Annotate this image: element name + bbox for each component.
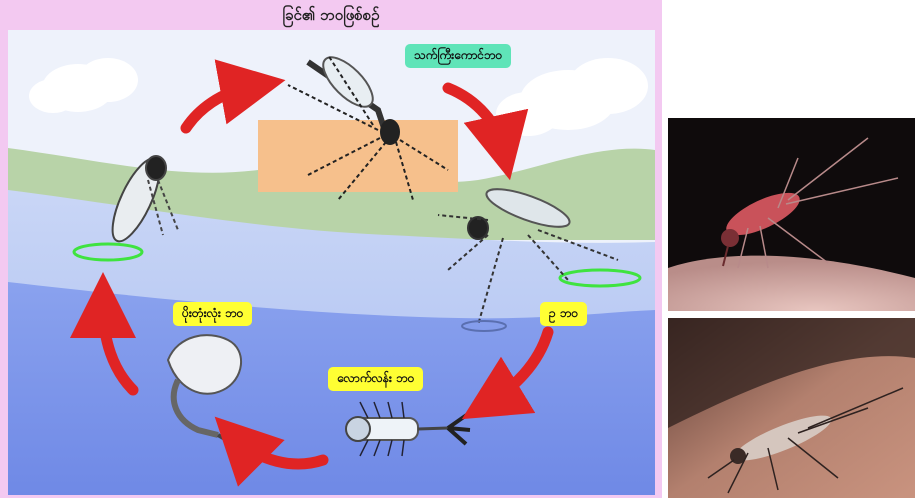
label-pupa-stage: ပိုးတုံးလုံး ဘဝ [173, 302, 252, 326]
skin-patch [258, 120, 458, 192]
life-cycle-diagram: ခြင်၏ ဘဝဖြစ်စဉ် [0, 0, 662, 498]
cloud-left [29, 58, 138, 113]
label-larva-stage: လောက်လန်း ဘဝ [328, 367, 423, 391]
mosquito-silhouette-icon [721, 138, 898, 268]
scene-background [8, 30, 655, 495]
label-egg-stage: ဥ ဘဝ [540, 302, 587, 326]
arrow-emerging-to-adult [186, 86, 253, 128]
diagram-scene: သက်ကြီးကောင်ဘဝ ဥ ဘဝ လောက်လန်း ဘဝ ပိုးတုံ… [8, 30, 655, 495]
photo-mosquito-feeding [668, 118, 915, 311]
label-adult-stage: သက်ကြီးကောင်ဘဝ [405, 44, 511, 68]
photo-mosquito-on-skin [668, 318, 915, 498]
diagram-title: ခြင်၏ ဘဝဖြစ်စဉ် [0, 0, 662, 30]
cloud-right [496, 58, 648, 136]
